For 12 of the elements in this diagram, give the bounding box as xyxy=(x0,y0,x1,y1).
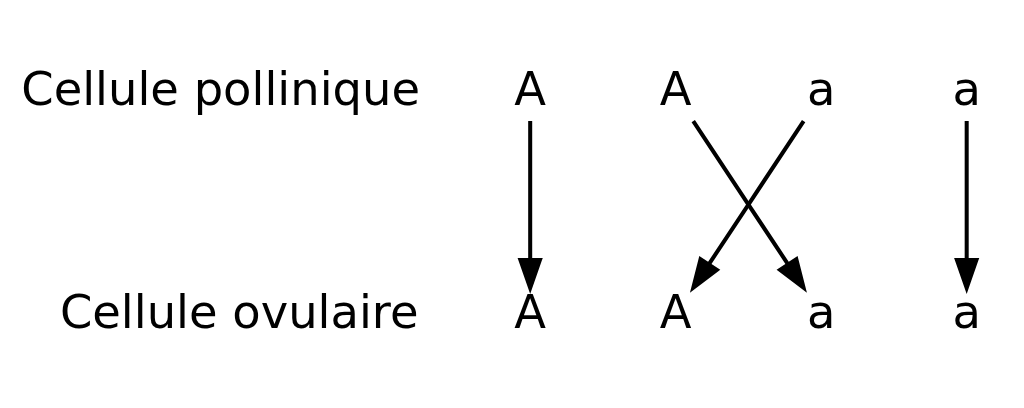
label: Cellule pollinique xyxy=(21,61,420,116)
node-text: a xyxy=(952,284,981,339)
node-text: A xyxy=(514,61,547,116)
label: Cellule ovulaire xyxy=(59,284,419,339)
node-text: a xyxy=(806,61,836,116)
arrow xyxy=(517,120,543,294)
node-text: A xyxy=(659,284,692,339)
node-text: A xyxy=(514,284,547,339)
node-text: a xyxy=(806,284,836,339)
node-text: A xyxy=(659,61,692,116)
arrow xyxy=(954,120,980,294)
node-text: a xyxy=(952,61,981,116)
